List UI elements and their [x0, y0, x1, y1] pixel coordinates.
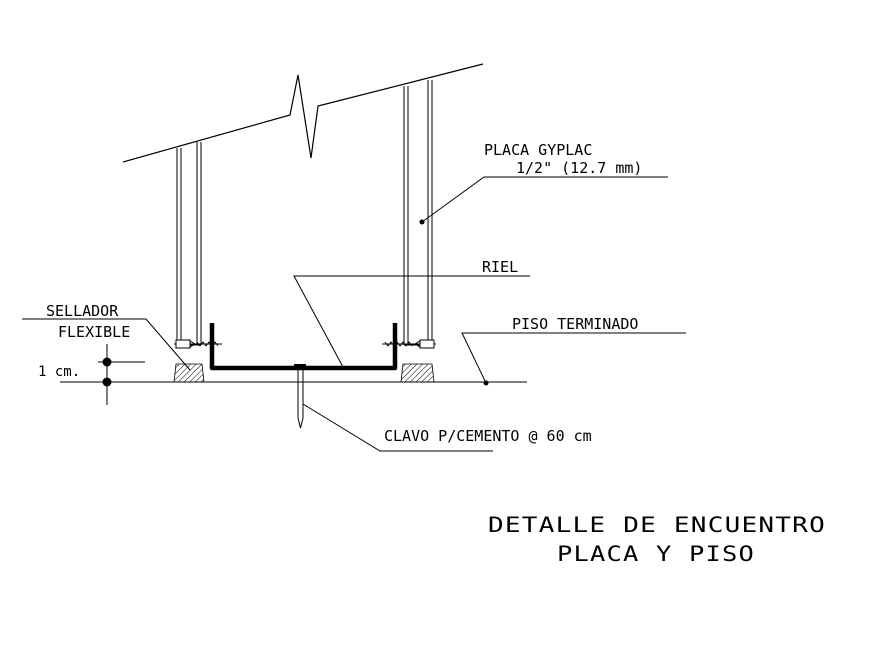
title-line1: DETALLE DE ENCUENTRO: [488, 513, 826, 537]
label-placa-line2: 1/2" (12.7 mm): [516, 159, 642, 177]
right-gypsum-board: [403, 80, 433, 346]
title-line2: PLACA Y PISO: [557, 542, 755, 566]
label-placa-line1: PLACA GYPLAC: [484, 141, 592, 159]
dimension-marker: [98, 344, 145, 405]
left-sealant: [173, 363, 205, 383]
label-clavo: CLAVO P/CEMENTO @ 60 cm: [384, 427, 592, 445]
label-riel: RIEL: [482, 258, 518, 276]
label-dimension: 1 cm.: [38, 364, 80, 380]
rail-channel: [209, 323, 398, 371]
right-sealant: [400, 363, 435, 383]
top-break-line: [122, 63, 484, 163]
label-sellador-line2: FLEXIBLE: [58, 323, 130, 341]
label-piso-terminado: PISO TERMINADO: [512, 315, 638, 333]
left-gypsum-board: [176, 142, 202, 346]
leader-lines: [22, 176, 686, 452]
right-screw: [382, 339, 436, 349]
concrete-nail: [294, 364, 306, 429]
label-sellador-line1: SELLADOR: [46, 302, 119, 320]
left-screw: [174, 339, 222, 349]
